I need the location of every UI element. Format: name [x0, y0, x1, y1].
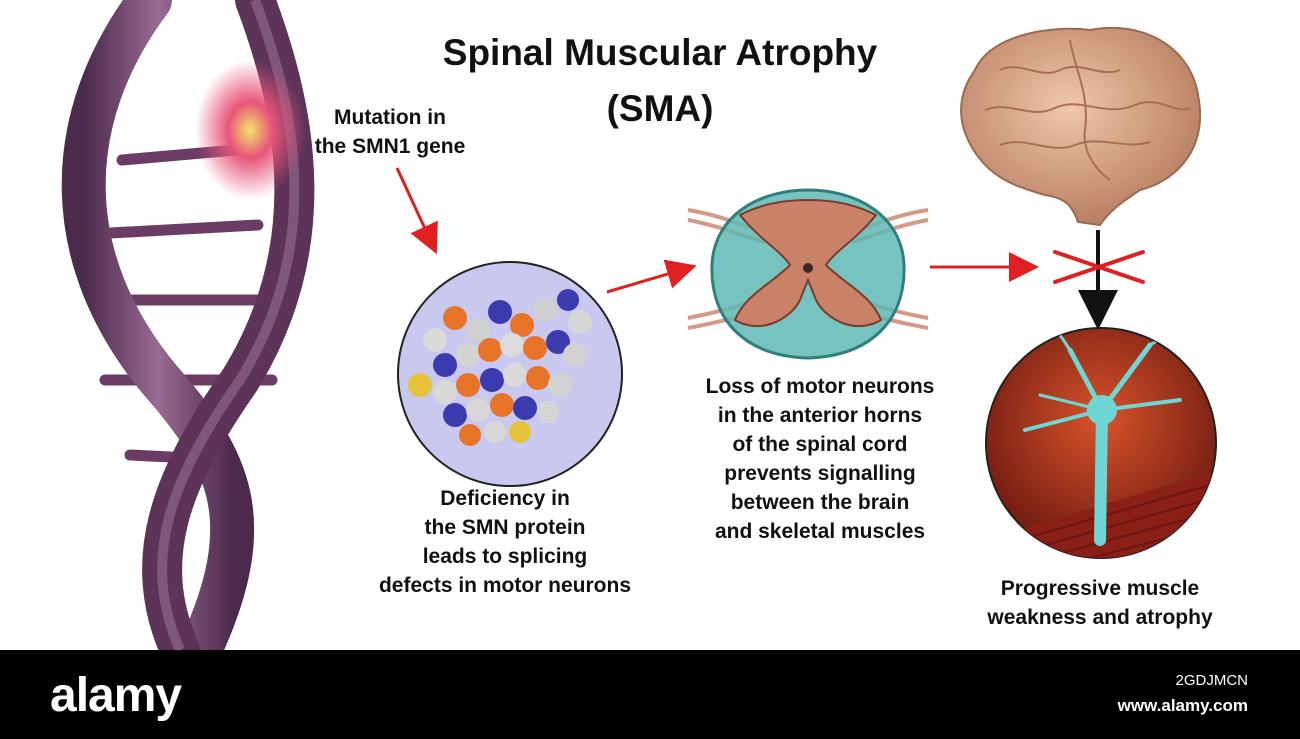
arrow-protein-to-spinal-cord [606, 259, 697, 294]
diagram-title: Spinal Muscular Atrophy [442, 32, 878, 73]
sma-diagram [61, 0, 1217, 650]
spinal-cord-cross-section [687, 188, 929, 360]
watermark-url: www.alamy.com [1117, 696, 1248, 715]
watermark-footer: alamy 2GDJMCN www.alamy.com [0, 650, 1300, 739]
arrow-mutation-to-protein [395, 167, 438, 255]
progressive-weakness-label: Progressive muscle weakness and atrophy [987, 577, 1213, 629]
dna-helix-image [61, 0, 315, 650]
alamy-logo: alamy [50, 669, 182, 722]
image-id: 2GDJMCN [1175, 672, 1248, 689]
brain-image [960, 26, 1201, 227]
motor-neuron-loss-label: Loss of motor neurons in the anterior ho… [705, 375, 935, 543]
mutation-label: Mutation in the SMN1 gene [314, 106, 466, 158]
arrows [395, 167, 1145, 330]
muscle-neuron-circle [985, 327, 1217, 559]
smn-protein-circle [397, 261, 623, 487]
blocked-signal-cross-icon [1053, 250, 1145, 284]
deficiency-label: Deficiency in the SMN protein leads to s… [378, 487, 632, 597]
diagram-title-abbreviation: (SMA) [606, 88, 714, 129]
